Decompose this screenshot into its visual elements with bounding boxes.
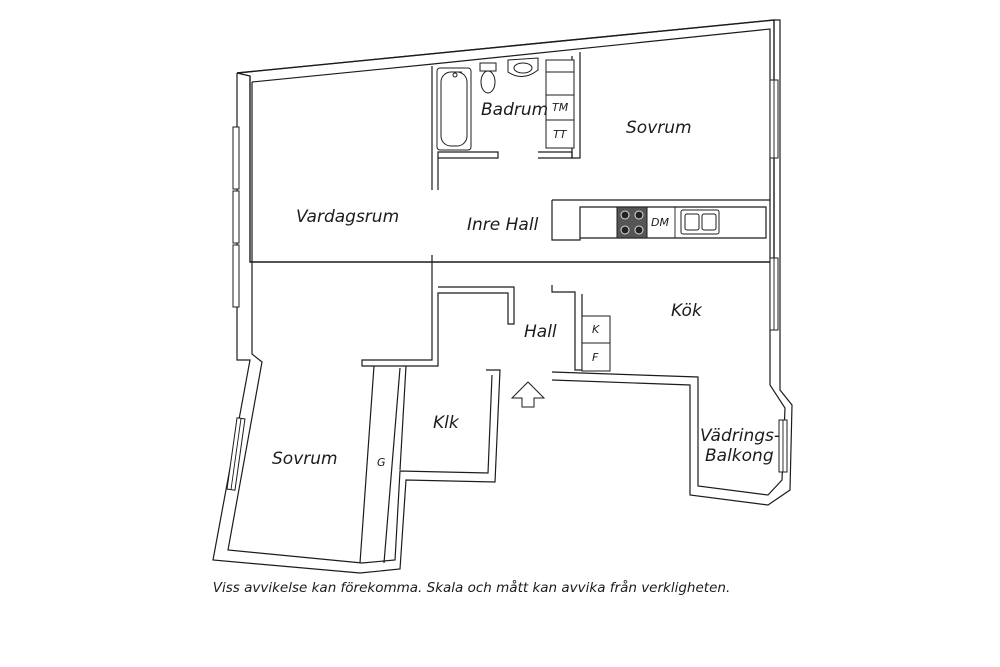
k-box: [581, 315, 611, 344]
stove-icon: [616, 206, 648, 239]
room-label-inre-hall: Inre Hall: [467, 215, 539, 235]
shelf-box-2: [545, 71, 575, 96]
room-label-kok: Kök: [671, 301, 703, 321]
room-label-vadrings-1: Vädrings-: [700, 426, 780, 446]
washbasin-icon: [507, 57, 539, 77]
room-label-badrum: Badrum: [481, 100, 548, 120]
room-label-sovrum-bottom: Sovrum: [272, 449, 338, 469]
tm-box: [545, 94, 575, 121]
sink-icon: [680, 209, 720, 235]
fixture-label-g: G: [377, 456, 386, 469]
disclaimer-text: Viss avvikelse kan förekomma. Skala och …: [212, 580, 731, 596]
room-label-vadrings-2: Balkong: [705, 446, 774, 466]
fixture-label-tt: TT: [553, 128, 568, 141]
room-label-hall: Hall: [524, 322, 557, 342]
shelf-box: [545, 59, 575, 73]
right-windows: [226, 79, 788, 491]
left-windows: [232, 126, 240, 308]
toilet-icon: [479, 62, 497, 94]
room-label-klk: Klk: [433, 413, 460, 433]
fixture-label-dm: DM: [651, 216, 669, 229]
fixture-label-k: K: [592, 323, 600, 336]
room-label-vardagsrum: Vardagsrum: [296, 207, 399, 227]
fixture-label-f: F: [592, 351, 599, 364]
bathtub-icon: [436, 67, 472, 151]
f-box: [581, 342, 611, 372]
room-label-sovrum-top: Sovrum: [626, 118, 692, 138]
fixture-label-tm: TM: [552, 101, 569, 114]
entrance-arrow-icon: [510, 381, 546, 408]
tt-box: [545, 119, 575, 149]
